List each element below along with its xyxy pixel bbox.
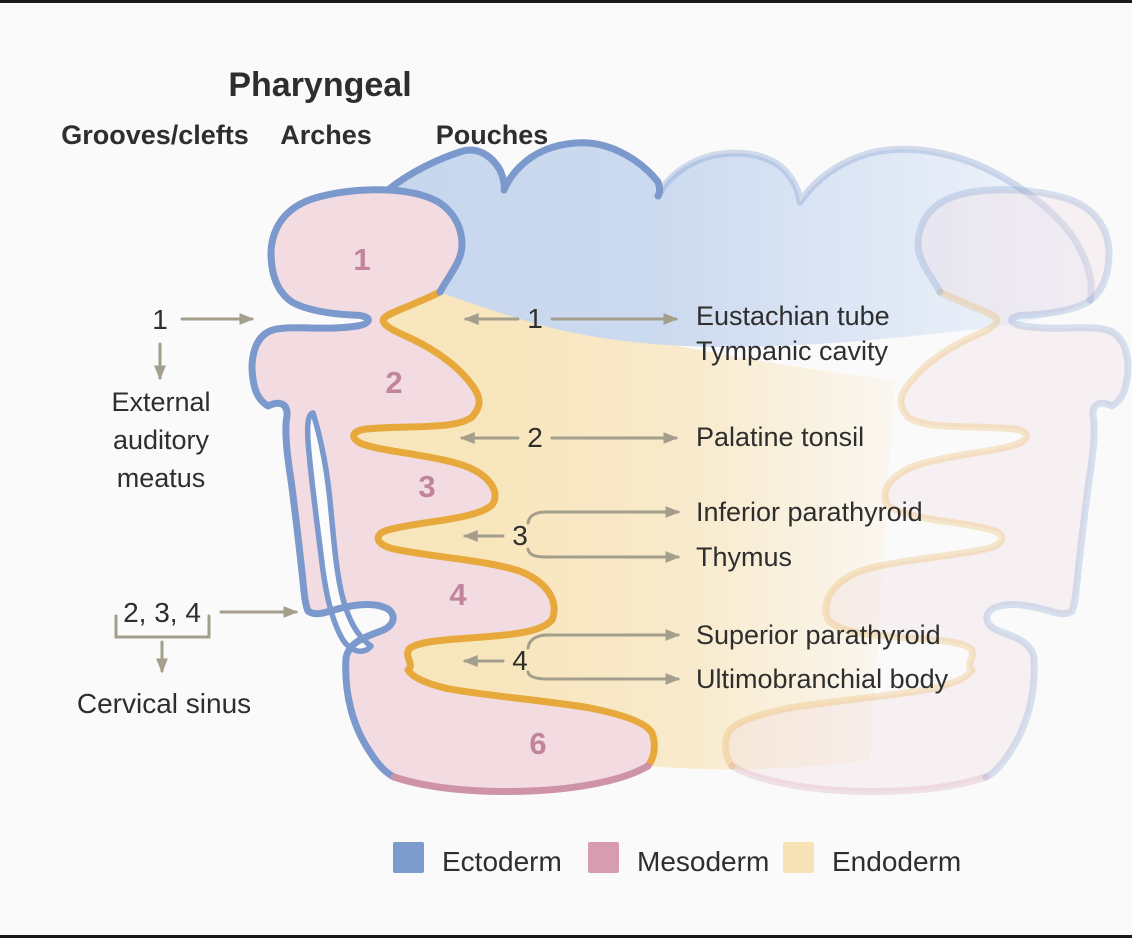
ectoderm-legend-label: Ectoderm	[442, 846, 562, 877]
arch-4-number: 4	[449, 577, 467, 612]
top-border	[0, 0, 1132, 3]
ectoderm-cloud-outline-faded	[654, 145, 1095, 304]
cervical-sinus-slit	[304, 410, 374, 654]
pouch-1-derivative-line1: Eustachian tube	[696, 301, 890, 331]
endoderm-legend-label: Endoderm	[832, 846, 961, 877]
ectoderm-cloud	[388, 142, 1092, 347]
arch-2-number: 2	[385, 365, 402, 400]
pouch-2-number: 2	[527, 422, 543, 453]
arch-mass	[252, 189, 655, 792]
pouch-3-number: 3	[512, 520, 528, 551]
bottom-border	[0, 935, 1132, 938]
pouch-4-arrow-upper	[526, 629, 681, 650]
grooves-234-bracket	[114, 614, 211, 639]
pouch-4-derivative-upper: Superior parathyroid	[696, 620, 941, 650]
column-header-grooves: Grooves/clefts	[61, 120, 249, 150]
pouch-4-derivative-lower: Ultimobranchial body	[696, 664, 949, 694]
column-header-pouches: Pouches	[436, 120, 549, 150]
pouch-3-derivative-lower: Thymus	[696, 542, 792, 572]
groove-1-derivative-line2: auditory	[113, 425, 210, 455]
groove-1-derivative-line1: External	[111, 387, 210, 417]
ectoderm-swatch	[393, 842, 424, 873]
page-title: Pharyngeal	[228, 66, 411, 104]
groove-1-number: 1	[152, 304, 168, 335]
endoderm-field	[353, 292, 895, 770]
pouch-3-arrow-upper	[526, 506, 681, 525]
grooves-234-derivative: Cervical sinus	[77, 688, 251, 719]
pouch-3-arrow-lower	[526, 547, 681, 563]
mesoderm-legend-label: Mesoderm	[637, 846, 769, 877]
arch-6-number: 6	[529, 726, 546, 761]
mesoderm-swatch	[588, 842, 619, 873]
pouch-4-arrow-lower	[526, 670, 681, 685]
pouch-1-derivative-line2: Tympanic cavity	[696, 336, 889, 366]
pouch-2-derivative: Palatine tonsil	[696, 422, 864, 452]
legend: Ectoderm Mesoderm Endoderm	[393, 842, 961, 877]
arch-3-number: 3	[418, 469, 435, 504]
pouch-4-number: 4	[512, 645, 528, 676]
arch-1-number: 1	[353, 242, 370, 277]
endoderm-outline	[350, 288, 658, 770]
ectoderm-outline	[248, 186, 466, 781]
groove-1-derivative-line3: meatus	[117, 463, 206, 493]
grooves-234-numbers: 2, 3, 4	[123, 597, 201, 628]
endoderm-swatch	[783, 842, 814, 873]
column-header-arches: Arches	[280, 120, 372, 150]
mesoderm-outline	[390, 762, 652, 795]
ectoderm-cloud-outline	[384, 139, 663, 200]
pouch-1-number: 1	[527, 303, 543, 334]
mirrored-faded-structures	[722, 186, 1132, 795]
pouch-3-derivative-upper: Inferior parathyroid	[696, 497, 923, 527]
